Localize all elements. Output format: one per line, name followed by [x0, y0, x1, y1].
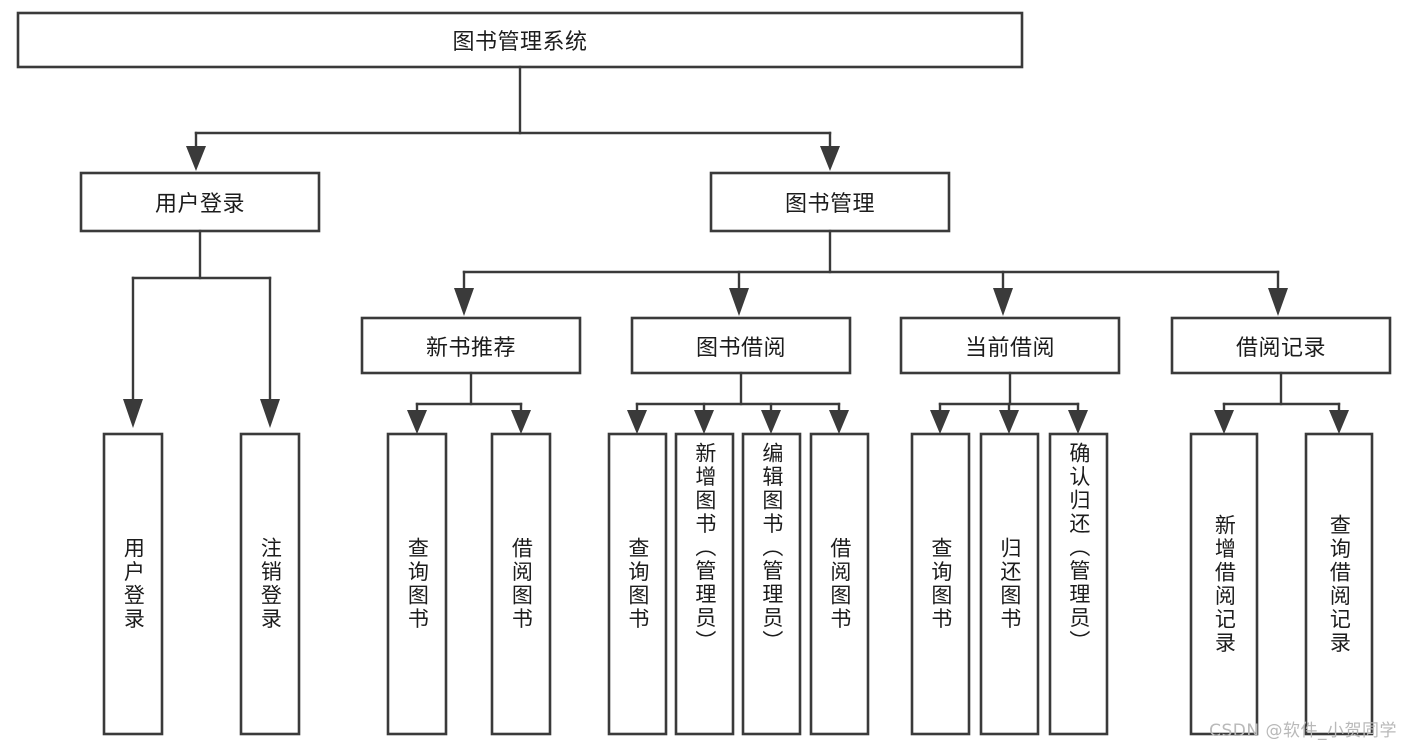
- arrowhead-br-leaf2: [1329, 410, 1349, 434]
- arrowhead-root-to-user-login: [186, 146, 206, 171]
- node-new-book-recommend[interactable]: [360, 316, 582, 375]
- node-leaf-query-book-1[interactable]: [386, 432, 448, 736]
- arrowhead-bm-current-borrow: [993, 288, 1013, 316]
- arrowhead-bb-leaf4: [829, 410, 849, 434]
- arrowhead-nbr-leaf2: [511, 410, 531, 434]
- arrowhead-cb-leaf1: [930, 410, 950, 434]
- node-leaf-borrow-book-1[interactable]: [490, 432, 552, 736]
- arrowhead-br-leaf1: [1214, 410, 1234, 434]
- node-book-borrow[interactable]: [630, 316, 852, 375]
- node-leaf-add-book-admin[interactable]: [674, 432, 735, 736]
- arrowhead-user-login-leaf2: [260, 399, 280, 428]
- node-borrow-record[interactable]: [1170, 316, 1392, 375]
- node-current-borrow[interactable]: [899, 316, 1121, 375]
- node-leaf-add-borrow-record[interactable]: [1189, 432, 1259, 736]
- node-leaf-query-book-3[interactable]: [910, 432, 971, 736]
- arrowhead-bm-new-book: [454, 288, 474, 316]
- arrowhead-bm-book-borrow: [729, 288, 749, 316]
- arrowhead-bb-leaf3: [761, 410, 781, 434]
- arrowhead-nbr-leaf1: [407, 410, 427, 434]
- node-leaf-edit-book-admin[interactable]: [741, 432, 802, 736]
- node-leaf-borrow-book-2[interactable]: [809, 432, 870, 736]
- node-leaf-query-book-2[interactable]: [607, 432, 668, 736]
- arrowhead-bb-leaf1: [627, 410, 647, 434]
- arrowhead-user-login-leaf1: [123, 399, 143, 428]
- node-book-manage[interactable]: [709, 171, 951, 233]
- node-leaf-confirm-return-admin[interactable]: [1048, 432, 1109, 736]
- arrowhead-bb-leaf2: [694, 410, 714, 434]
- node-leaf-return-book[interactable]: [979, 432, 1040, 736]
- node-user-login[interactable]: [79, 171, 321, 233]
- arrowhead-cb-leaf3: [1068, 410, 1088, 434]
- node-leaf-user-login[interactable]: [102, 432, 164, 736]
- arrowhead-cb-leaf2: [999, 410, 1019, 434]
- node-leaf-logout-login[interactable]: [239, 432, 301, 736]
- csdn-watermark: CSDN @软件_小贺同学: [1209, 721, 1397, 741]
- node-root-system[interactable]: [16, 11, 1024, 69]
- node-leaf-query-borrow-record[interactable]: [1304, 432, 1374, 736]
- arrowhead-bm-borrow-record: [1268, 288, 1288, 316]
- arrowhead-root-to-book-manage: [820, 146, 840, 171]
